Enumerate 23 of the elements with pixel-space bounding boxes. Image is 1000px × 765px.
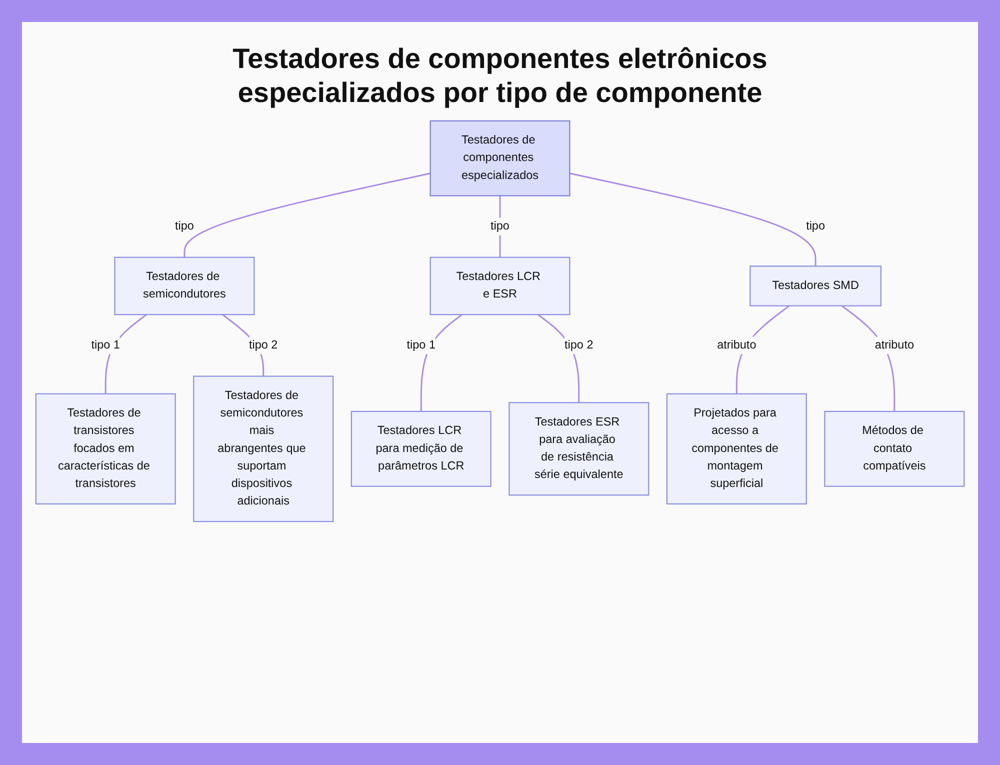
edge-label: tipo 1 xyxy=(91,338,120,352)
node-box: Testadores ESR para avaliação de resistência série equivalente xyxy=(508,402,650,496)
connector xyxy=(570,172,816,266)
node-box: Projetados para acesso a componentes de montagem superficial xyxy=(666,393,807,505)
node-box: Testadores de componentes especializados xyxy=(430,120,570,196)
edge-label: atributo xyxy=(874,338,914,352)
node-box: Testadores LCR e ESR xyxy=(430,257,570,316)
connector xyxy=(499,196,501,258)
edge-label: tipo xyxy=(175,220,194,233)
node-box: Testadores de semicondutores mais abrangentes que suportam dispositivos adicionais xyxy=(193,376,334,522)
node-box: Testadores de semicondutores xyxy=(114,257,255,316)
node-box: Métodos de contato compatíveis xyxy=(824,411,965,488)
edge-label: atributo xyxy=(717,338,756,352)
connector xyxy=(184,172,430,258)
diagram-title: Testadores de componentes eletrônicos especializados por tipo de componente xyxy=(232,42,768,110)
edge-label: tipo 2 xyxy=(248,338,278,352)
node-box: Testadores SMD xyxy=(750,266,882,307)
edge-label: tipo xyxy=(490,220,510,233)
node-box: Testadores LCR para medição de parâmetros LCR xyxy=(350,411,492,488)
edge-label: tipo xyxy=(806,220,825,233)
node-box: Testadores de transistores focados em características de transistores xyxy=(35,393,176,505)
edge-label: tipo 2 xyxy=(564,338,594,352)
edge-label: tipo 1 xyxy=(406,338,436,352)
